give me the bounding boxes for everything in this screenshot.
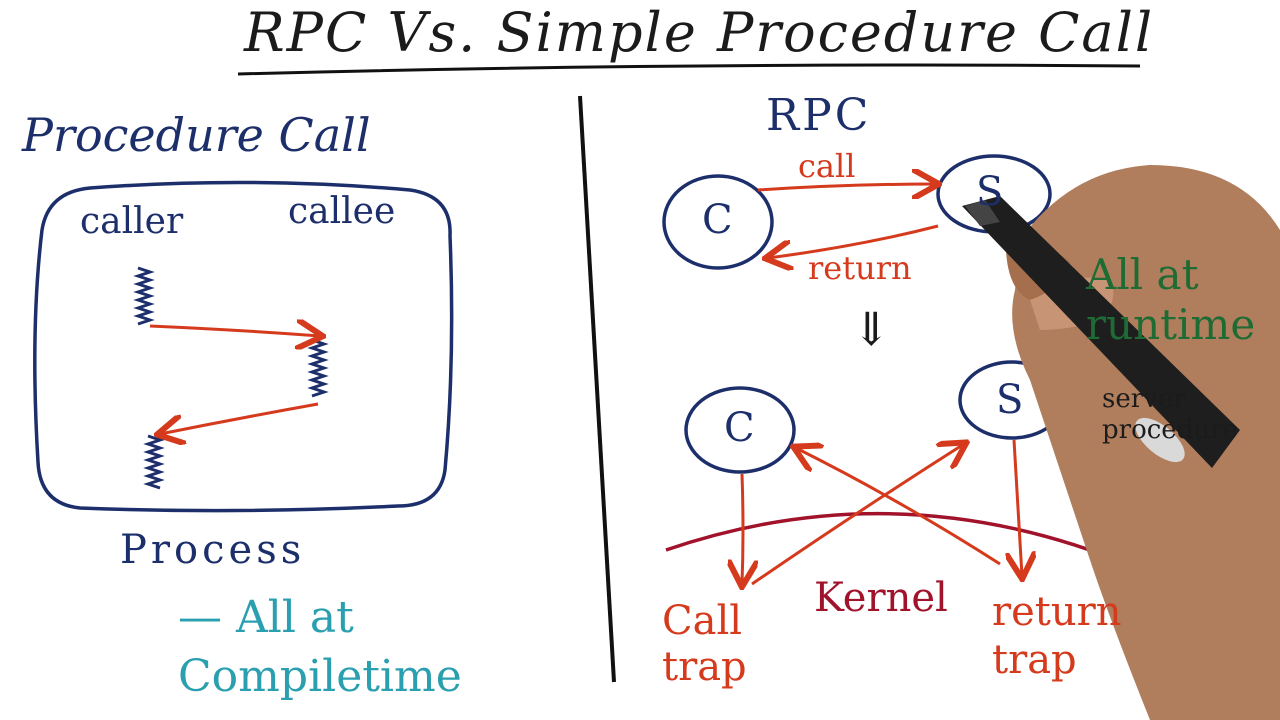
return-trap-arrow <box>1014 439 1022 576</box>
caller-squiggle <box>133 266 155 326</box>
call-trap-label: Call trap <box>662 598 747 690</box>
implies-arrow: ⇓ <box>852 302 891 356</box>
runtime-note: All at runtime <box>1086 250 1256 350</box>
callee-squiggle <box>307 338 329 398</box>
hand-holding-pen <box>962 165 1280 720</box>
rpc-call-arrow <box>757 184 936 190</box>
title-underline <box>237 63 1141 76</box>
column-divider <box>578 95 616 683</box>
rpc-client-circle <box>662 174 774 270</box>
rpc-call-label: call <box>798 147 856 185</box>
process-box <box>33 180 454 513</box>
return-squiggle <box>143 434 165 490</box>
kernel-label: Kernel <box>814 575 948 621</box>
rpc-server-label-bottom: S <box>996 377 1024 423</box>
kernel-boundary <box>665 511 1133 568</box>
rpc-client-label-bottom: C <box>724 405 755 451</box>
process-label: Process <box>120 527 306 573</box>
server-procedure-note: server procedure <box>1102 384 1238 446</box>
call-arrow <box>149 326 320 336</box>
rpc-return-label: return <box>808 249 912 287</box>
caller-label: caller <box>80 201 184 242</box>
rpc-return-arrow <box>768 224 939 258</box>
page-title: RPC Vs. Simple Procedure Call <box>244 1 1155 64</box>
rpc-client-label: C <box>702 197 733 243</box>
call-trap-arrow <box>742 473 743 584</box>
rpc-server-label: S <box>976 169 1004 215</box>
return-arrow <box>160 402 319 434</box>
return-trap-to-client-arrow <box>796 448 1001 566</box>
return-trap-label: return trap <box>992 589 1122 683</box>
rpc-client-circle-bottom <box>684 386 796 474</box>
procedure-call-heading: Procedure Call <box>22 108 371 162</box>
rpc-heading: RPC <box>766 90 872 141</box>
compiletime-note: — All at Compiletime <box>178 592 462 703</box>
call-trap-to-server-arrow <box>751 444 964 586</box>
callee-label: callee <box>288 191 396 232</box>
